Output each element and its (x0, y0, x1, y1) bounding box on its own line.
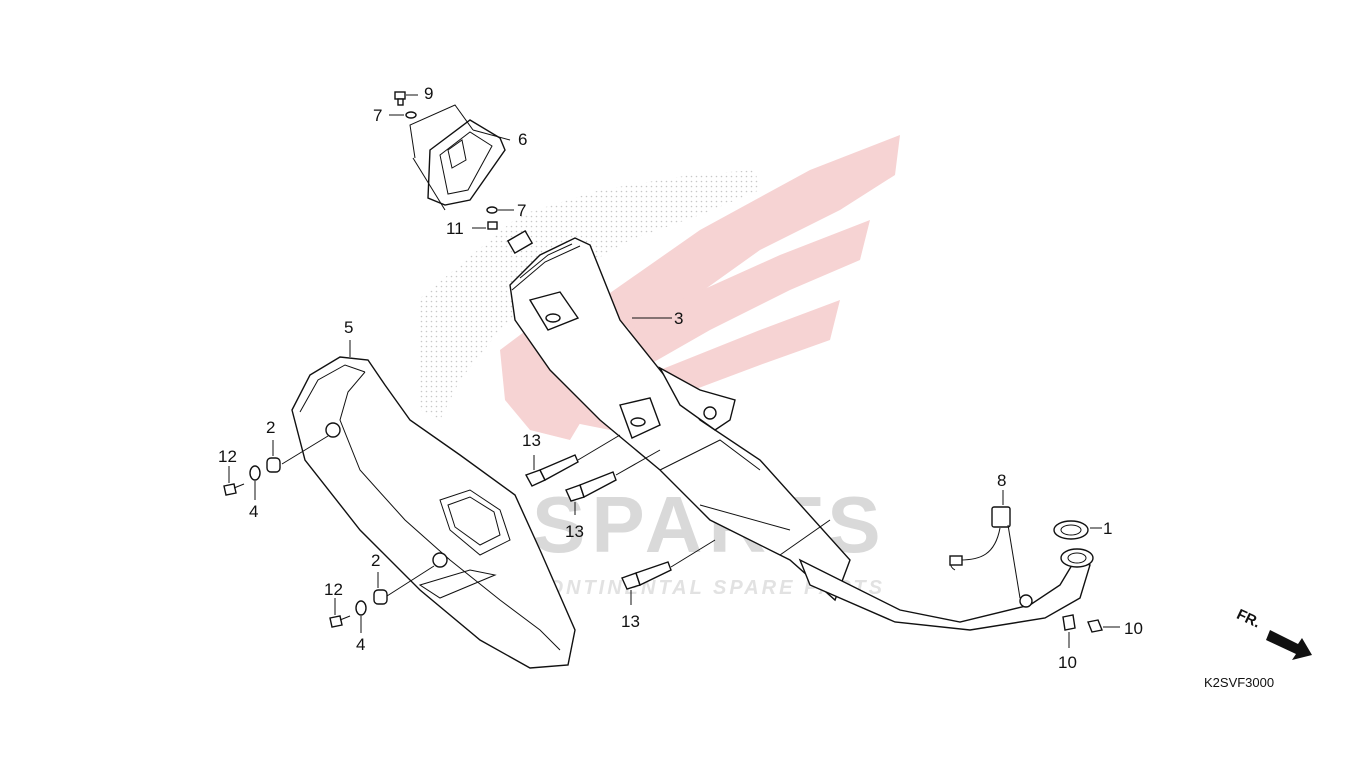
callout-13-lower: 13 (621, 612, 640, 631)
part-7-grommet-top (389, 111, 417, 119)
callout-9: 9 (424, 84, 433, 103)
part-4-collar-lower (355, 600, 367, 633)
part-13-bolt-lower (621, 539, 716, 605)
exhaust-pipe (798, 548, 1094, 631)
callout-13-middle: 13 (565, 522, 584, 541)
callout-4-lower: 4 (356, 635, 365, 654)
callout-1: 1 (1103, 519, 1112, 538)
part-7-grommet-bottom (486, 206, 514, 214)
part-8-sensor (949, 490, 1021, 599)
callout-10-right: 10 (1124, 619, 1143, 638)
part-10-bolt-bottom (1062, 614, 1076, 648)
part-3-muffler (506, 229, 851, 602)
watermark-tagline: INTERCONTINENTAL SPARE PARTS (455, 577, 885, 599)
part-9-screw (394, 91, 418, 106)
callout-labels: 1 2 2 3 4 4 5 6 7 7 8 9 10 10 11 12 12 1… (218, 84, 1143, 672)
callout-5: 5 (344, 318, 353, 337)
part-2-rubber-upper (266, 440, 281, 473)
part-5-heat-shield (281, 340, 576, 669)
callout-6: 6 (518, 130, 527, 149)
callout-7-lower: 7 (517, 201, 526, 220)
callout-12-upper: 12 (218, 447, 237, 466)
diagram-code: K2SVF3000 (1204, 675, 1274, 690)
callout-3: 3 (674, 309, 683, 328)
part-11-collar (472, 221, 498, 230)
part-13-bolt-middle (565, 449, 661, 515)
part-2-rubber-lower (373, 572, 388, 605)
part-6-end-cap (409, 104, 511, 211)
front-direction-arrow-icon (1266, 630, 1312, 660)
part-12-bolt-upper (223, 466, 245, 496)
callout-2-lower: 2 (371, 551, 380, 570)
part-1-gasket (1053, 520, 1102, 540)
part-13-bolt-upper (524, 434, 621, 487)
callout-11: 11 (446, 219, 464, 238)
callout-8: 8 (997, 471, 1006, 490)
front-direction-indicator: FR. (1234, 606, 1312, 660)
callout-13-upper: 13 (522, 431, 541, 450)
callout-10-bottom: 10 (1058, 653, 1077, 672)
front-direction-label: FR. (1234, 606, 1263, 632)
part-10-bolt-right (1087, 619, 1120, 633)
callout-12-lower: 12 (324, 580, 343, 599)
part-12-bolt-lower (329, 598, 351, 628)
part-4-collar-upper (249, 465, 261, 500)
callout-2-upper: 2 (266, 418, 275, 437)
callout-4-upper: 4 (249, 502, 258, 521)
callout-7-upper: 7 (373, 106, 382, 125)
